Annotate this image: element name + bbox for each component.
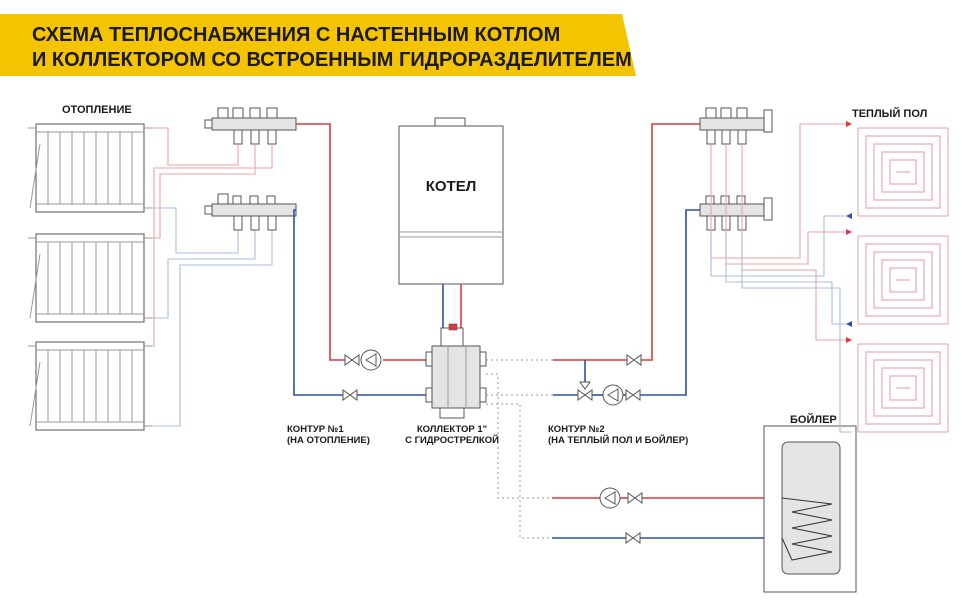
- floor-supply-lines: [710, 123, 852, 341]
- floor-return-lines: [710, 215, 852, 433]
- circuit-1-sublabel: (НА ОТОПЛЕНИЕ): [287, 435, 370, 446]
- floor-loop-3: [857, 343, 949, 433]
- wall-boiler: КОТЕЛ: [398, 117, 504, 285]
- boiler-label: КОТЕЛ: [426, 178, 477, 195]
- water-heater-tank: БОЙЛЕР: [763, 413, 857, 593]
- circuit-1-valve-supply: [344, 354, 360, 366]
- heating-label: ОТОПЛЕНИЕ: [62, 104, 132, 116]
- circuit-2-label: КОНТУР №2: [548, 424, 605, 435]
- radiator-group: [28, 123, 152, 431]
- circuit-1-label: КОНТУР №1: [287, 424, 344, 435]
- banner-background: [0, 14, 636, 76]
- circuit-2-valve-supply: [626, 354, 642, 366]
- collector-label: КОЛЛЕКТОР 1": [417, 424, 487, 435]
- floor-arrow-markers: [846, 121, 852, 343]
- underfloor-label: ТЕПЛЫЙ ПОЛ: [852, 107, 927, 120]
- circuit-2-valve-return: [625, 389, 641, 401]
- heating-supply-manifold: [204, 107, 297, 145]
- circuit-1-valve-return: [342, 389, 358, 401]
- hydraulic-separator-collector: [425, 323, 487, 419]
- tank-label: БОЙЛЕР: [790, 413, 837, 426]
- banner-title-line-1: СХЕМА ТЕПЛОСНАБЖЕНИЯ С НАСТЕННЫМ КОТЛОМ: [32, 24, 560, 46]
- radiator-1: [28, 123, 152, 213]
- radiator-3: [28, 341, 152, 431]
- tank-pump: [599, 487, 621, 509]
- tank-circuit-pipes: [552, 497, 782, 539]
- circuit-2-mixing-valve: [577, 381, 593, 401]
- tank-valve-supply: [627, 492, 643, 504]
- floor-supply-manifold: [699, 107, 773, 145]
- title-banner: СХЕМА ТЕПЛОСНАБЖЕНИЯ С НАСТЕННЫМ КОТЛОМ …: [0, 14, 636, 76]
- banner-title-line-2: И КОЛЛЕКТОРОМ СО ВСТРОЕННЫМ ГИДРОРАЗДЕЛИ…: [32, 49, 632, 71]
- circuit-1-pipes: [293, 123, 432, 396]
- collector-sublabel: С ГИДРОСТРЕЛКОЙ: [405, 434, 499, 446]
- heating-return-manifold: [204, 193, 297, 231]
- floor-loop-1: [857, 127, 949, 217]
- circuit-2-sublabel: (НА ТЕПЛЫЙ ПОЛ И БОЙЛЕР): [548, 434, 688, 446]
- radiator-return-lines: [152, 207, 273, 427]
- floor-loop-2: [857, 235, 949, 325]
- radiator-supply-lines: [152, 127, 273, 347]
- circuit-2-pipes: [553, 123, 700, 396]
- optional-dashed-lines: [486, 359, 553, 539]
- circuit-1-pump: [360, 349, 382, 371]
- tank-valve-return: [625, 532, 641, 544]
- boiler-pipes: [442, 284, 462, 334]
- radiator-2: [28, 233, 152, 323]
- circuit-2-pump: [602, 384, 624, 406]
